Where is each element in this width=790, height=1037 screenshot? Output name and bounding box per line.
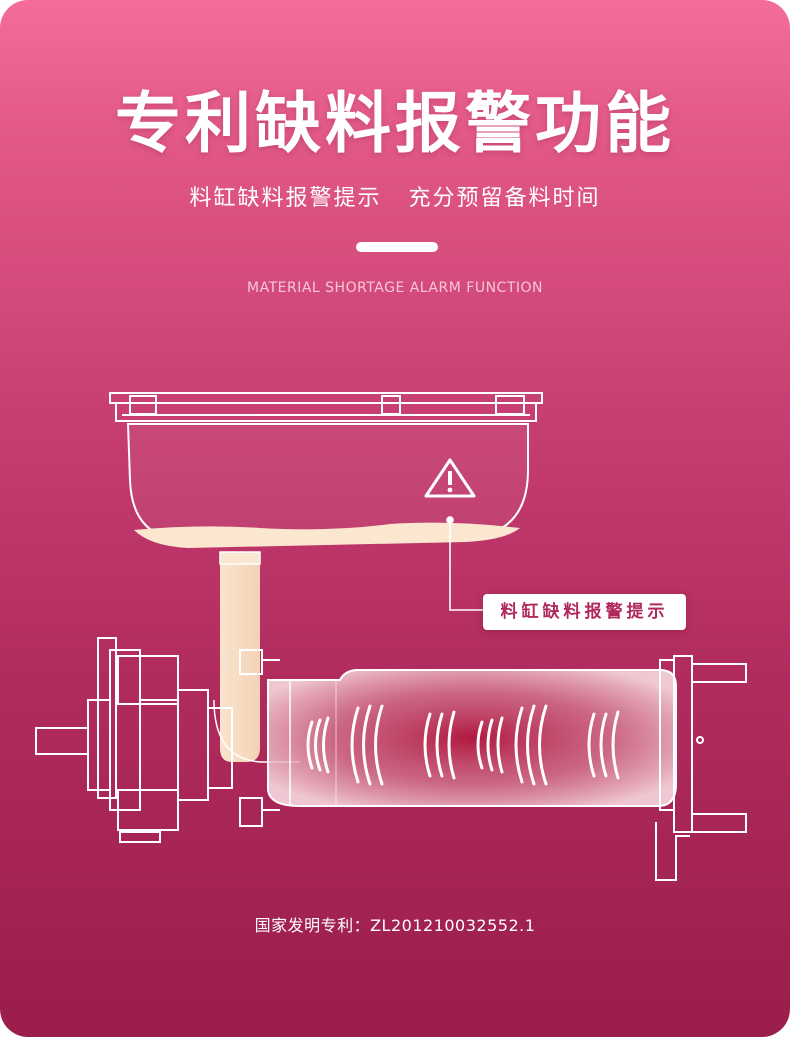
- grinding-barrel: [267, 669, 677, 807]
- warning-triangle-icon: [424, 458, 476, 498]
- page-title: 专利缺料报警功能: [115, 85, 675, 162]
- outlet-end: [655, 655, 747, 881]
- shortage-alarm-callout: 料缸缺料报警提示: [483, 594, 686, 630]
- hopper-lid: [109, 392, 543, 422]
- hopper-bowl: [126, 423, 529, 542]
- screw-coils: [306, 704, 620, 786]
- title-divider: [356, 242, 438, 252]
- english-caption: MATERIAL SHORTAGE ALARM FUNCTION: [247, 280, 543, 296]
- hopper-material: [134, 522, 520, 548]
- page-subtitle: 料缸缺料报警提示 充分预留备料时间: [189, 186, 601, 211]
- motor-housing: [35, 637, 280, 843]
- patent-number: 国家发明专利：ZL201210032552.1: [254, 916, 536, 935]
- grinder-illustration: [35, 392, 747, 881]
- callout-leader: [446, 516, 483, 611]
